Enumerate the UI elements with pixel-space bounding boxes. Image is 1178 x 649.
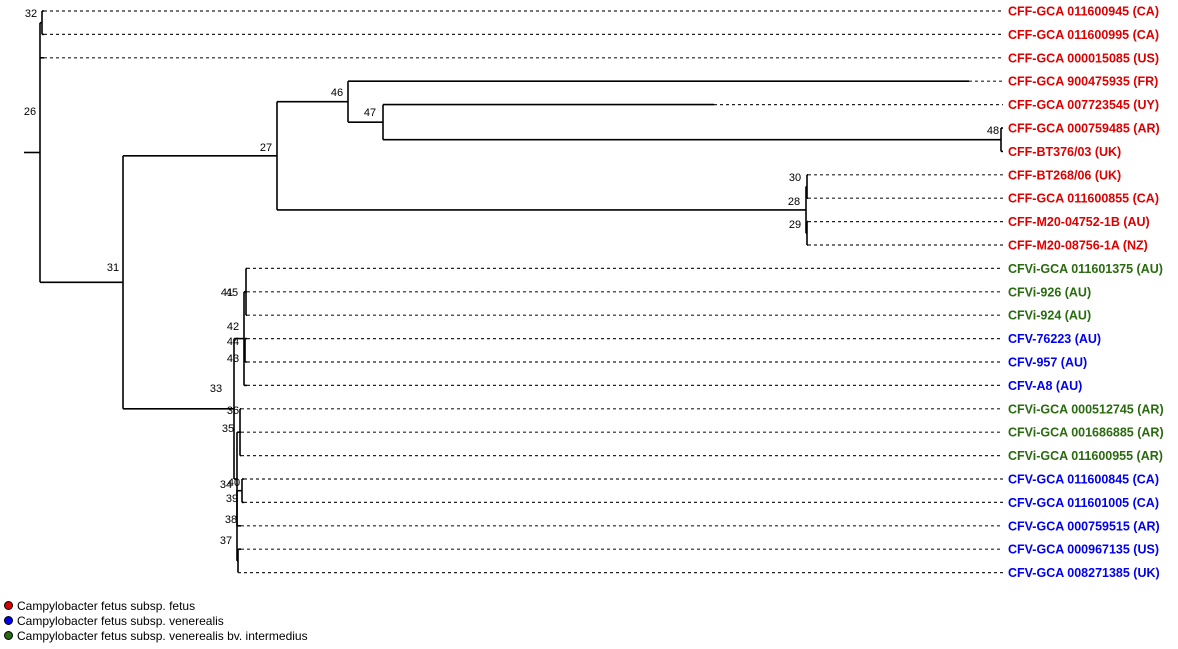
- node-support-label: 28: [788, 196, 800, 208]
- node-support-label: 29: [789, 219, 801, 231]
- leaf-label: CFF-BT268/06 (UK): [1008, 168, 1121, 182]
- node-support-label: 38: [225, 514, 237, 526]
- leaf-label: CFF-GCA 900475935 (FR): [1008, 75, 1158, 89]
- legend-dot-icon: [4, 631, 13, 640]
- leaf-label: CFF-BT376/03 (UK): [1008, 145, 1121, 159]
- leaf-label: CFV-GCA 000759515 (AR): [1008, 519, 1160, 533]
- node-support-label: 26: [24, 106, 36, 118]
- node-support-label: 33: [210, 383, 222, 395]
- node-support-label: 47: [364, 107, 376, 119]
- leaf-label: CFV-76223 (AU): [1008, 332, 1101, 346]
- node-support-label: 32: [25, 8, 37, 20]
- leaf-label: CFF-GCA 000759485 (AR): [1008, 122, 1160, 136]
- node-support-label: 40: [228, 477, 240, 489]
- node-support-label: 44: [227, 336, 239, 348]
- leaf-label: CFVi-GCA 011601375 (AU): [1008, 262, 1163, 276]
- leaf-label: CFVi-GCA 001686885 (AR): [1008, 426, 1164, 440]
- leaf-label: CFVi-924 (AU): [1008, 309, 1091, 323]
- leaf-label: CFV-A8 (AU): [1008, 379, 1082, 393]
- node-support-label: 35: [222, 423, 234, 435]
- node-support-label: 45: [226, 287, 238, 299]
- leaf-label: CFV-GCA 000967135 (US): [1008, 543, 1159, 557]
- leaf-label: CFV-957 (AU): [1008, 356, 1087, 370]
- legend-label: Campylobacter fetus subsp. venerealis bv…: [17, 628, 308, 643]
- node-support-label: 30: [789, 172, 801, 184]
- leaf-label: CFF-GCA 011600855 (CA): [1008, 192, 1159, 206]
- node-support-label: 43: [227, 353, 239, 365]
- leaf-label: CFVi-GCA 000512745 (AR): [1008, 402, 1164, 416]
- leaf-label: CFF-GCA 000015085 (US): [1008, 51, 1159, 65]
- node-support-label: 46: [331, 87, 343, 99]
- phylogenetic-tree: CFF-GCA 011600945 (CA) CFF-GCA 011600995 …: [24, 5, 1164, 581]
- legend-dot-icon: [4, 616, 13, 625]
- leaf-label: CFF-GCA 011600945 (CA): [1008, 5, 1159, 19]
- legend-label: Campylobacter fetus subsp. venerealis: [17, 613, 224, 628]
- legend-item-venerealis: Campylobacter fetus subsp. venerealis: [4, 613, 604, 628]
- leaf-label: CFV-GCA 011600845 (CA): [1008, 473, 1159, 487]
- node-support-label: 39: [226, 493, 238, 505]
- legend-dot-icon: [4, 601, 13, 610]
- legend: Campylobacter fetus subsp. fetus Campylo…: [4, 598, 604, 643]
- leaf-label: CFV-GCA 008271385 (UK): [1008, 566, 1160, 580]
- node-support-label: 37: [220, 535, 232, 547]
- legend-item-intermedius: Campylobacter fetus subsp. venerealis bv…: [4, 628, 604, 643]
- node-support-label: 31: [107, 262, 119, 274]
- legend-label: Campylobacter fetus subsp. fetus: [17, 598, 196, 613]
- leaf-label: CFF-M20-04752-1B (AU): [1008, 215, 1150, 229]
- leaf-label: CFF-M20-08756-1A (NZ): [1008, 239, 1148, 253]
- leaf-label: CFVi-926 (AU): [1008, 285, 1091, 299]
- leaf-label: CFF-GCA 011600995 (CA): [1008, 28, 1159, 42]
- leaf-label: CFVi-GCA 011600955 (AR): [1008, 449, 1163, 463]
- node-support-label: 27: [260, 142, 272, 154]
- node-support-label: 41: [221, 287, 233, 299]
- node-support-label: 42: [227, 321, 239, 333]
- leaf-label: CFV-GCA 011601005 (CA): [1008, 496, 1159, 510]
- leaf-label: CFF-GCA 007723545 (UY): [1008, 98, 1159, 112]
- node-support-label: 34: [220, 479, 232, 491]
- legend-item-fetus: Campylobacter fetus subsp. fetus: [4, 598, 604, 613]
- node-support-label: 48: [987, 125, 999, 137]
- node-support-label: 36: [227, 405, 239, 417]
